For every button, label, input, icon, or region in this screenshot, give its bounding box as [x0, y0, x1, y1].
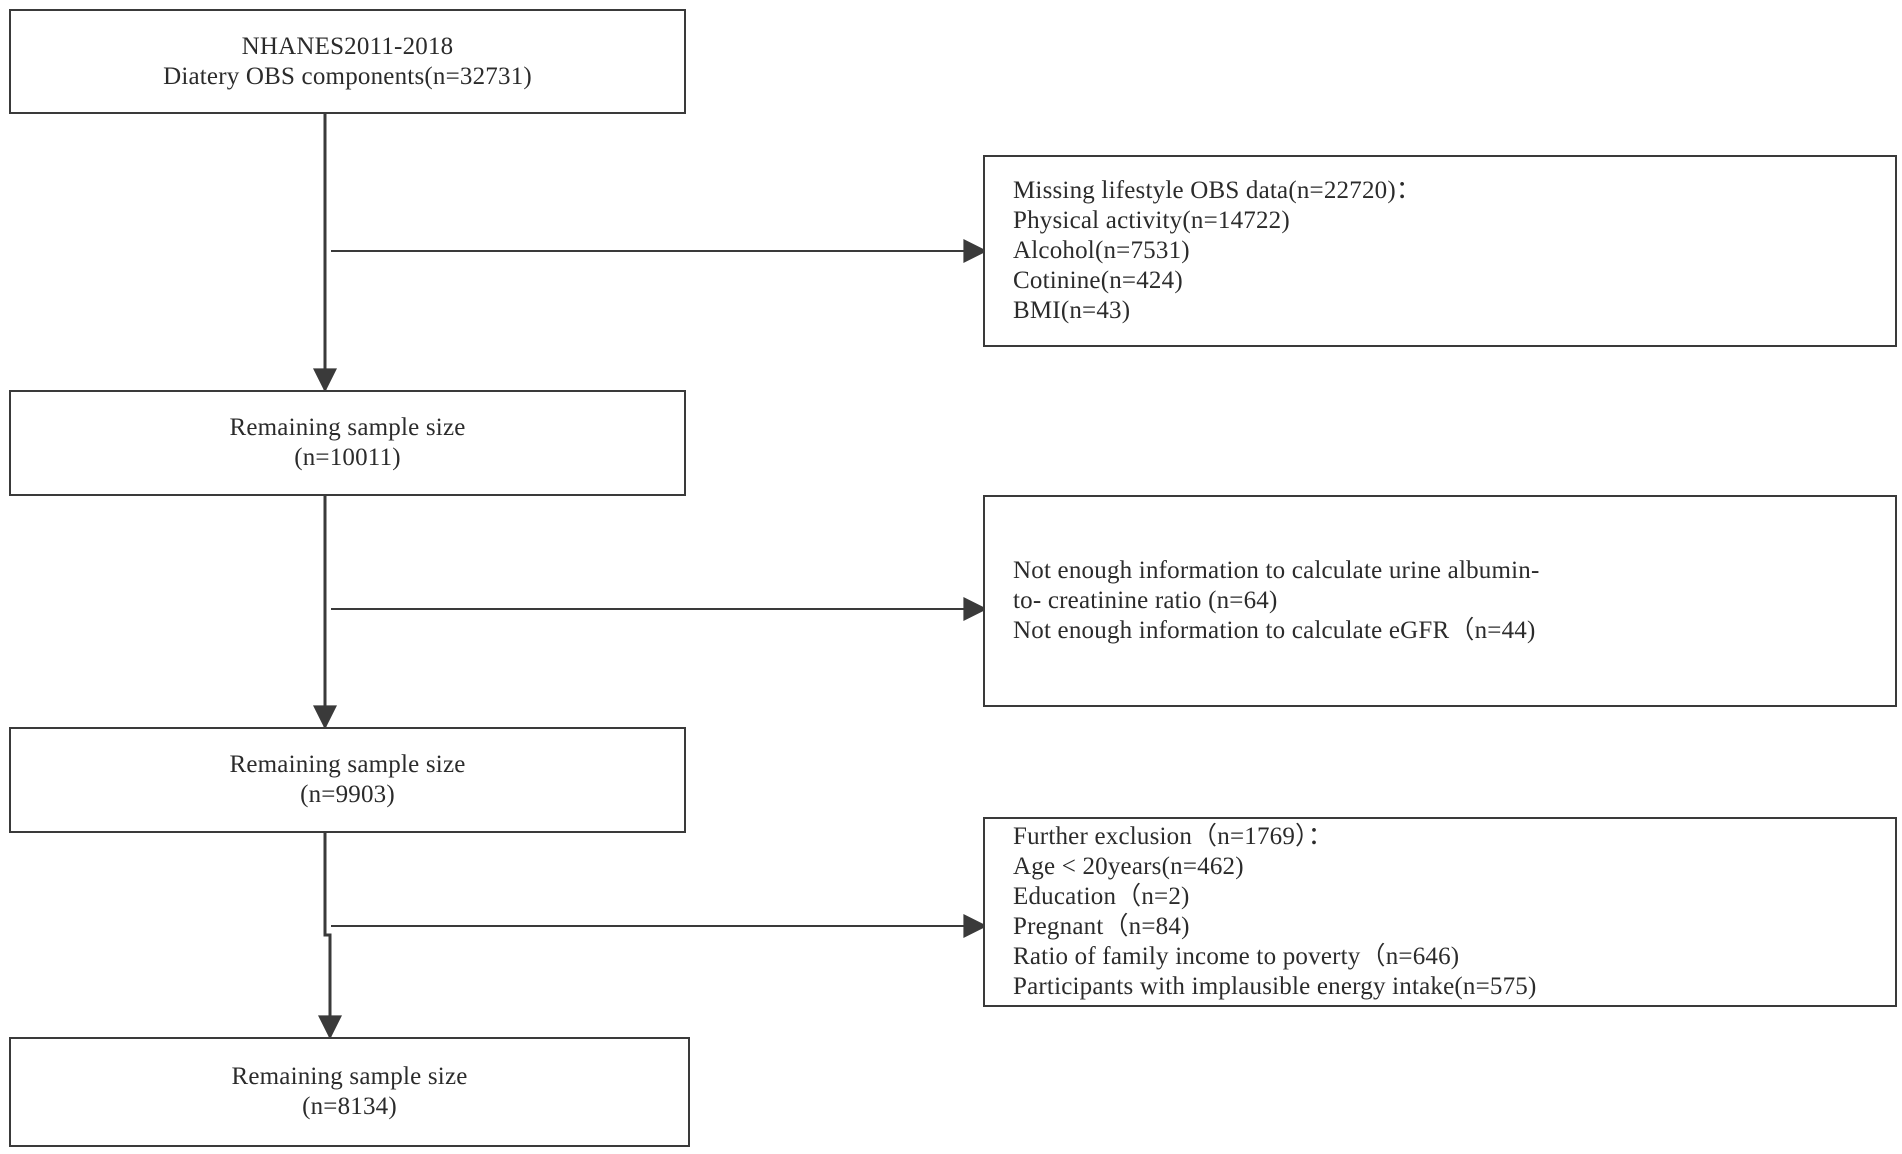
arrow-step2-to-final	[318, 833, 342, 1040]
exclusion-line: Cotinine(n=424)	[1013, 267, 1183, 294]
remaining-box-2: Remaining sample size (n=9903)	[9, 727, 686, 833]
exclusion-line: Not enough information to calculate eGFR…	[1013, 617, 1536, 644]
remaining-count: (n=8134)	[302, 1093, 397, 1120]
exclusion-line: Age < 20years(n=462)	[1013, 853, 1244, 880]
exclusion-line: Pregnant（n=84)	[1013, 913, 1190, 940]
exclusion-line: BMI(n=43)	[1013, 297, 1131, 324]
exclusion-line: Education（n=2)	[1013, 883, 1190, 910]
exclusion-box-2: Not enough information to calculate urin…	[983, 495, 1897, 707]
start-box: NHANES2011-2018 Diatery OBS components(n…	[9, 9, 686, 114]
remaining-count: (n=9903)	[300, 781, 395, 808]
exclusion-line: to- creatinine ratio (n=64)	[1013, 587, 1278, 614]
remaining-label: Remaining sample size	[229, 414, 466, 441]
start-line: Diatery OBS components(n=32731)	[163, 62, 532, 90]
exclusion-line: Not enough information to calculate urin…	[1013, 557, 1540, 584]
exclusion-line: Ratio of family income to poverty（n=646)	[1013, 943, 1460, 970]
exclusion-line: Further exclusion（n=1769）：	[1013, 823, 1333, 850]
remaining-label: Remaining sample size	[229, 751, 466, 778]
exclusion-box-3: Further exclusion（n=1769）： Age < 20years…	[983, 817, 1897, 1007]
exclusion-line: Alcohol(n=7531)	[1013, 237, 1190, 264]
final-box: Remaining sample size (n=8134)	[9, 1037, 690, 1147]
remaining-label: Remaining sample size	[231, 1063, 468, 1090]
exclusion-line: Participants with implausible energy int…	[1013, 973, 1537, 1000]
exclusion-box-1: Missing lifestyle OBS data(n=22720)： Phy…	[983, 155, 1897, 347]
remaining-box-1: Remaining sample size (n=10011)	[9, 390, 686, 496]
start-line: NHANES2011-2018	[241, 32, 454, 60]
exclusion-line: Missing lifestyle OBS data(n=22720)：	[1013, 177, 1422, 204]
exclusion-line: Physical activity(n=14722)	[1013, 207, 1290, 234]
remaining-count: (n=10011)	[294, 444, 401, 471]
